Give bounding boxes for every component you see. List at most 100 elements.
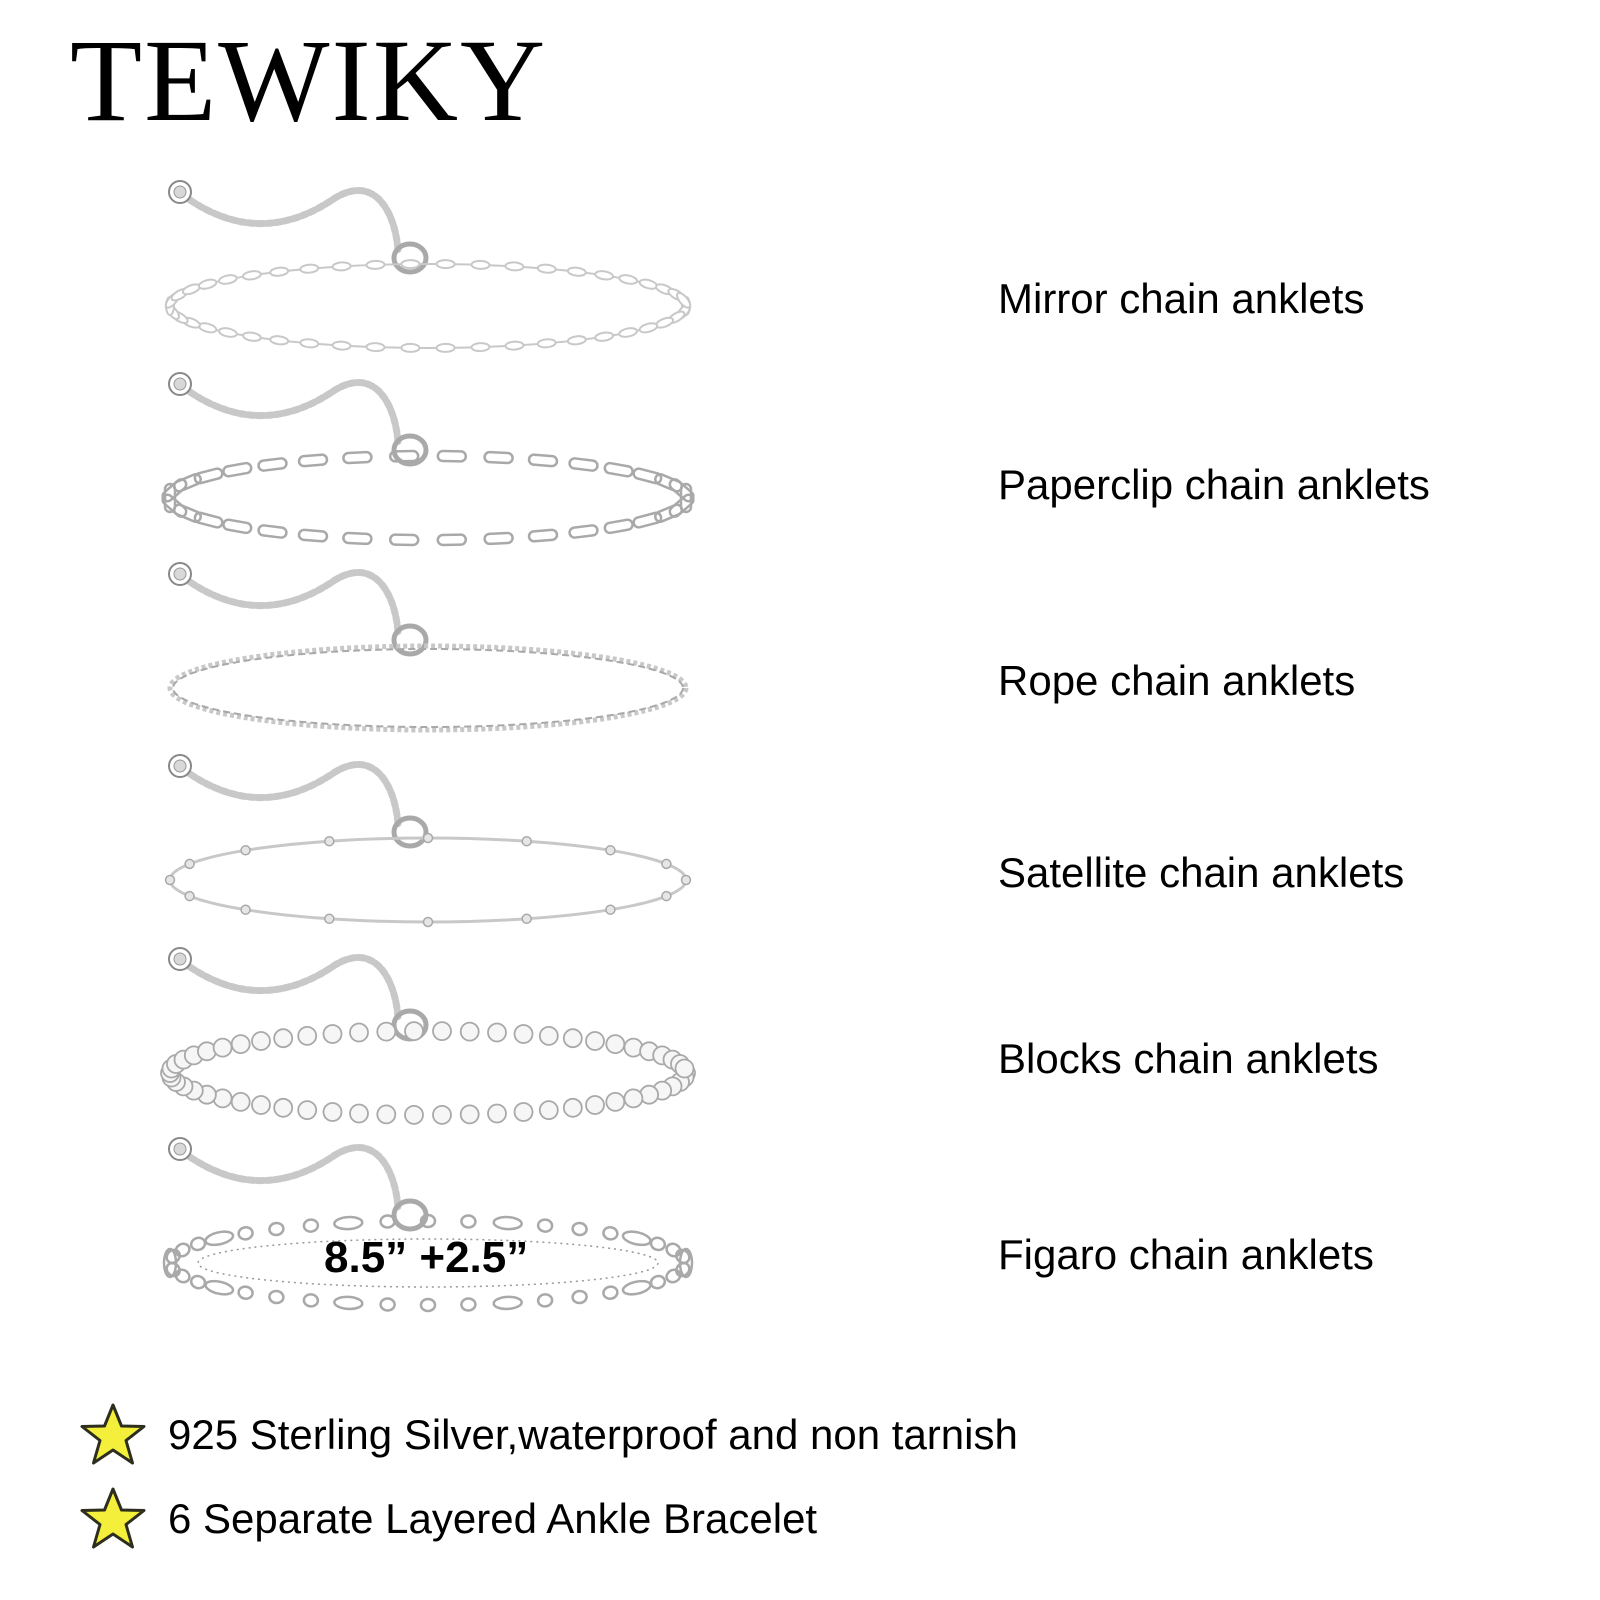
chain-link (174, 1242, 191, 1258)
chain-link (470, 342, 491, 353)
chain-link (379, 1297, 396, 1312)
chain-link (638, 278, 659, 290)
feature-text: 925 Sterling Silver,waterproof and non t… (168, 1411, 1018, 1458)
crystal-charm-stone (173, 952, 187, 966)
chain-link (331, 261, 352, 272)
chain-link (632, 511, 663, 529)
crystal-charm-stone (173, 567, 187, 581)
block-disc (513, 1102, 534, 1122)
star-icon (80, 1487, 146, 1549)
block-disc (212, 1037, 233, 1058)
block-disc (459, 1021, 480, 1042)
block-disc (322, 1024, 343, 1044)
chain-link (603, 518, 634, 535)
chain-link (218, 274, 238, 285)
anklet-figaro (162, 1137, 694, 1313)
lobster-clasp-icon (391, 241, 429, 275)
block-disc (251, 1031, 271, 1051)
chain-link (302, 1218, 320, 1233)
chain-link (222, 461, 253, 478)
satellite-bead (661, 858, 672, 870)
satellite-bead (521, 913, 532, 925)
block-disc (251, 1095, 271, 1115)
extender-chain (186, 187, 402, 254)
block-disc (623, 1088, 644, 1109)
chain-link (365, 342, 386, 353)
chain-link (536, 263, 557, 274)
chain-link (436, 449, 468, 463)
chain-link (566, 266, 587, 277)
chain-link (237, 1226, 254, 1241)
chain-link (165, 1248, 181, 1265)
chain-link (435, 342, 456, 353)
anklet-label-figaro: Figaro chain anklets (998, 1231, 1374, 1278)
chain-link (174, 1268, 191, 1284)
extender-chain (186, 954, 402, 1021)
chain-link (331, 340, 352, 351)
block-disc (562, 1028, 583, 1049)
block-disc (487, 1103, 507, 1124)
extender-chain (186, 1144, 402, 1211)
chain-link (536, 1293, 554, 1308)
chain-link (302, 1293, 320, 1308)
anklet-satellite (164, 754, 692, 928)
satellite-bead (680, 874, 692, 886)
satellite-bead (661, 890, 672, 902)
chain-link (649, 1236, 667, 1252)
satellite-bead (324, 835, 335, 847)
anklet-label-blocks: Blocks chain anklets (998, 1035, 1379, 1082)
chain-link (241, 270, 262, 281)
anklet-size-label: 8.5” +2.5” (324, 1233, 529, 1282)
chain-link (665, 1268, 682, 1284)
satellite-bead (605, 845, 616, 856)
block-disc (273, 1028, 294, 1049)
block-disc (349, 1022, 369, 1043)
satellite-bead (240, 904, 251, 915)
lobster-clasp-icon (391, 815, 429, 849)
chain-link (618, 274, 638, 285)
chain-link (649, 1274, 667, 1290)
chain-loop-twist (172, 648, 684, 728)
chain-link (342, 450, 373, 465)
chain-link (566, 335, 587, 346)
chain-link (483, 450, 514, 465)
block-disc (404, 1021, 424, 1041)
extender-chain (186, 761, 402, 828)
block-disc (487, 1022, 507, 1043)
chain-link (193, 467, 224, 485)
chain-link (257, 524, 288, 539)
chain-link (470, 259, 491, 270)
brand-logo: TEWIKY (70, 15, 548, 146)
satellite-bead (184, 858, 195, 870)
chain-link (257, 457, 288, 472)
feature-item: 6 Separate Layered Ankle Bracelet (80, 1484, 817, 1554)
chain-link (675, 1261, 691, 1278)
satellite-bead (164, 874, 176, 886)
satellite-bead (422, 916, 434, 928)
anklet-label-rope: Rope chain anklets (998, 657, 1356, 704)
chain-link (388, 533, 420, 547)
anklet-label-mirror: Mirror chain anklets (998, 275, 1365, 322)
satellite-bead (240, 845, 251, 856)
block-disc (322, 1102, 343, 1122)
block-disc (538, 1100, 559, 1120)
block-disc (459, 1104, 480, 1125)
chain-link (297, 453, 329, 468)
chain-link (621, 1230, 652, 1247)
chain-link (504, 340, 525, 351)
chain-link (189, 1236, 207, 1252)
anklet-paperclip (161, 372, 695, 547)
satellite-bead (422, 832, 434, 844)
block-disc (585, 1095, 605, 1115)
chain-link (618, 327, 638, 338)
chain-link (222, 518, 253, 535)
block-disc (230, 1034, 251, 1054)
chain-link (218, 327, 238, 338)
chain-link (241, 331, 262, 342)
block-disc (376, 1104, 397, 1125)
chain-link (400, 259, 421, 270)
chain-link (492, 1215, 523, 1231)
chain-link (594, 270, 615, 281)
chain-link (161, 478, 188, 503)
